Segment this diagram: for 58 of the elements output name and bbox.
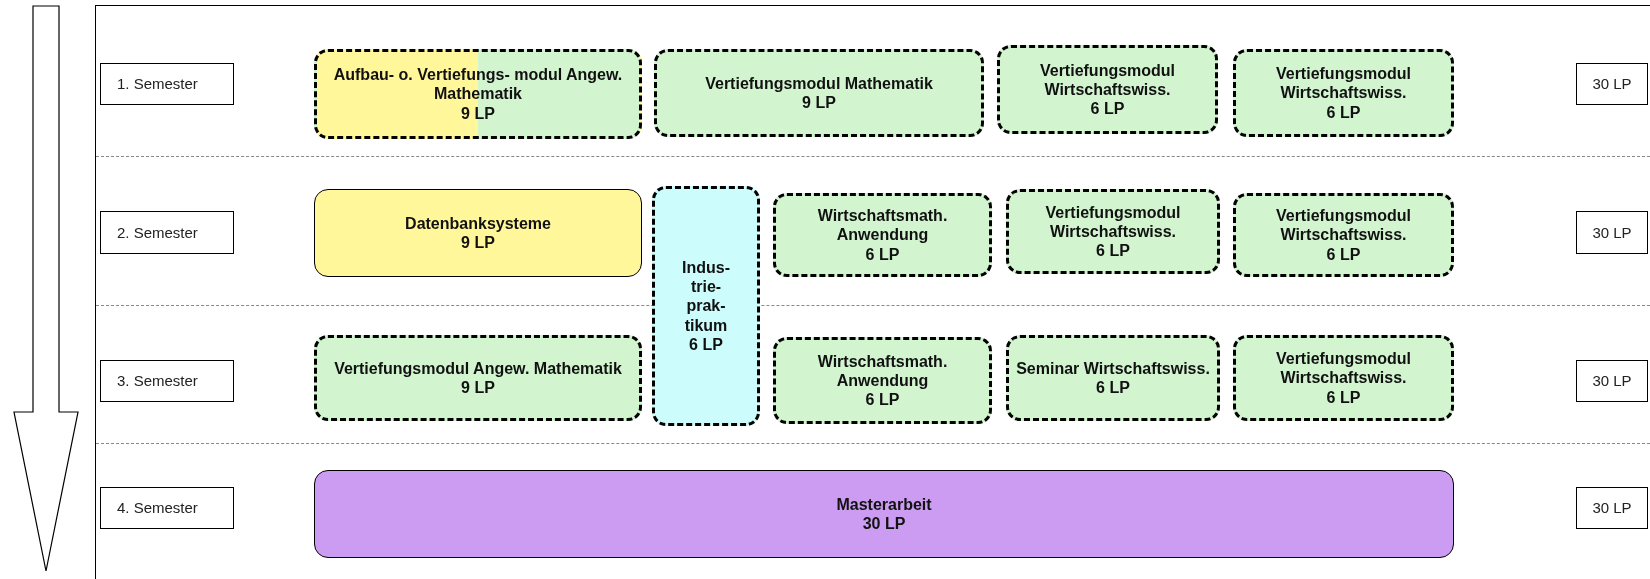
module-title: Vertiefungsmodul Wirtschaftswiss. (1274, 349, 1413, 388)
credit-points: 6 LP (688, 334, 724, 354)
semester-label-box (100, 360, 234, 402)
module-box (314, 49, 642, 139)
module-title: Indus- trie- prak- tikum (681, 258, 731, 335)
module-title: Vertiefungsmodul Wirtschaftswiss. (1274, 206, 1413, 245)
credit-points: 6 LP (1095, 241, 1131, 261)
credit-points: 6 LP (1095, 378, 1131, 398)
module-title: Aufbau- o. Vertiefungs- modul Angew. Mathematik (332, 65, 624, 104)
module-box (1006, 189, 1220, 274)
credit-points: 6 LP (864, 244, 901, 264)
module-title: 3. Semester (116, 372, 199, 390)
credit-points: 6 LP (1325, 244, 1362, 264)
module-title: Vertiefungsmodul Wirtschaftswiss. (1044, 202, 1182, 242)
credit-points-box (1576, 487, 1648, 529)
module-title: 30 LP (1591, 372, 1633, 390)
module-title: Wirtschaftsmath. Anwendung (816, 351, 949, 391)
module-title: 2. Semester (116, 223, 199, 242)
module-box (1233, 49, 1454, 137)
credit-points: 30 LP (861, 514, 907, 534)
module-box (773, 193, 992, 277)
module-title: 30 LP (1591, 499, 1633, 517)
module-title: Seminar Wirtschaftswiss. (1015, 358, 1211, 378)
module-box (654, 49, 984, 137)
credit-points: 9 LP (460, 103, 496, 123)
credit-points: 6 LP (1089, 99, 1126, 119)
module-box (1233, 335, 1454, 421)
module-box (314, 189, 642, 277)
module-title: Vertiefungsmodul Mathematik (704, 73, 934, 93)
semester-label-box (100, 487, 234, 529)
module-title: Vertiefungsmodul Wirtschaftswiss. (1038, 60, 1177, 100)
semester-label-box (100, 211, 234, 254)
module-box (1006, 335, 1220, 421)
credit-points: 9 LP (460, 233, 496, 253)
module-title: 30 LP (1591, 223, 1633, 242)
credit-points-box (1576, 211, 1648, 254)
module-title: Datenbanksysteme (404, 213, 552, 233)
module-title: Masterarbeit (835, 494, 933, 514)
credit-points: 6 LP (1325, 387, 1362, 407)
module-box (1233, 193, 1454, 277)
module-title: Vertiefungsmodul Angew. Mathematik (333, 358, 623, 378)
module-title: Vertiefungsmodul Wirtschaftswiss. (1274, 64, 1413, 103)
module-title: 1. Semester (116, 75, 199, 93)
module-box (773, 337, 992, 424)
module-box (997, 45, 1218, 134)
module-title: 30 LP (1591, 75, 1633, 93)
module-title: 4. Semester (116, 499, 199, 517)
internship-box (652, 186, 760, 426)
credit-points-box (1576, 63, 1648, 105)
credit-points: 6 LP (1325, 102, 1362, 122)
semester-label-box (100, 63, 234, 105)
module-box (314, 335, 642, 421)
credit-points-box (1576, 360, 1648, 402)
module-title: Wirtschaftsmath. Anwendung (816, 206, 949, 245)
credit-points: 9 LP (460, 378, 496, 398)
thesis-box (314, 470, 1454, 558)
credit-points: 9 LP (801, 93, 837, 113)
credit-points: 6 LP (864, 390, 901, 410)
